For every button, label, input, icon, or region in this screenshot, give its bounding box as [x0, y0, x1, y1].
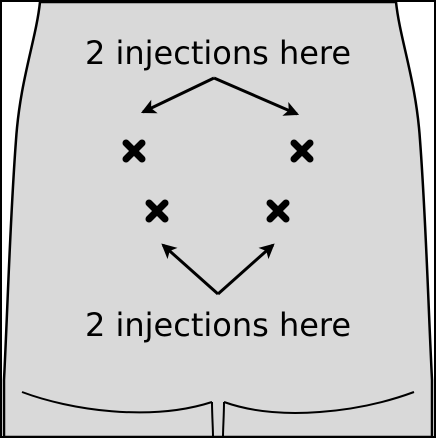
cleft-line-left [212, 402, 213, 437]
bottom-label: 2 injections here [85, 306, 351, 344]
cleft-line-right [223, 402, 224, 437]
top-label: 2 injections here [85, 34, 351, 72]
